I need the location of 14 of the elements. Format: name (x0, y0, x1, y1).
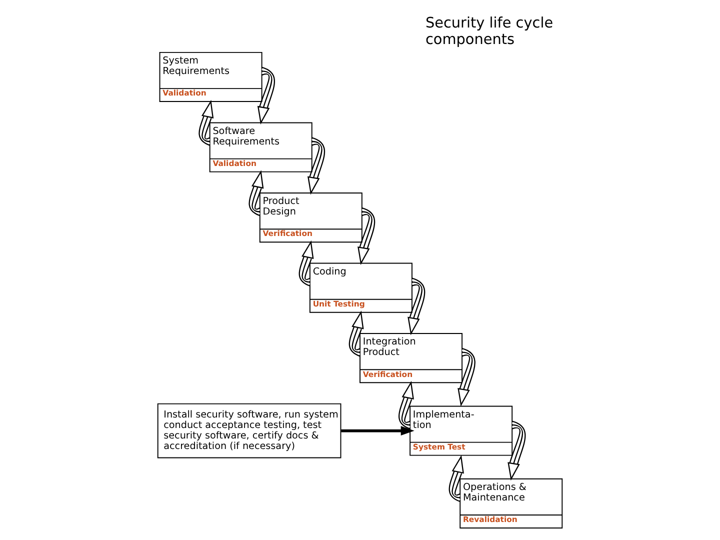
arrow (508, 420, 526, 481)
arrow (358, 207, 376, 265)
arrow (298, 240, 314, 286)
arrow (408, 278, 426, 336)
arrow (307, 137, 326, 195)
arrow (398, 380, 414, 430)
arrow (198, 100, 214, 146)
arrow (448, 455, 464, 502)
arrow (458, 348, 476, 406)
arrow (348, 310, 364, 357)
arrow (257, 66, 275, 124)
arrow (341, 426, 414, 436)
diagram-title: Security life cycle components (425, 15, 554, 48)
arrow (248, 170, 264, 216)
